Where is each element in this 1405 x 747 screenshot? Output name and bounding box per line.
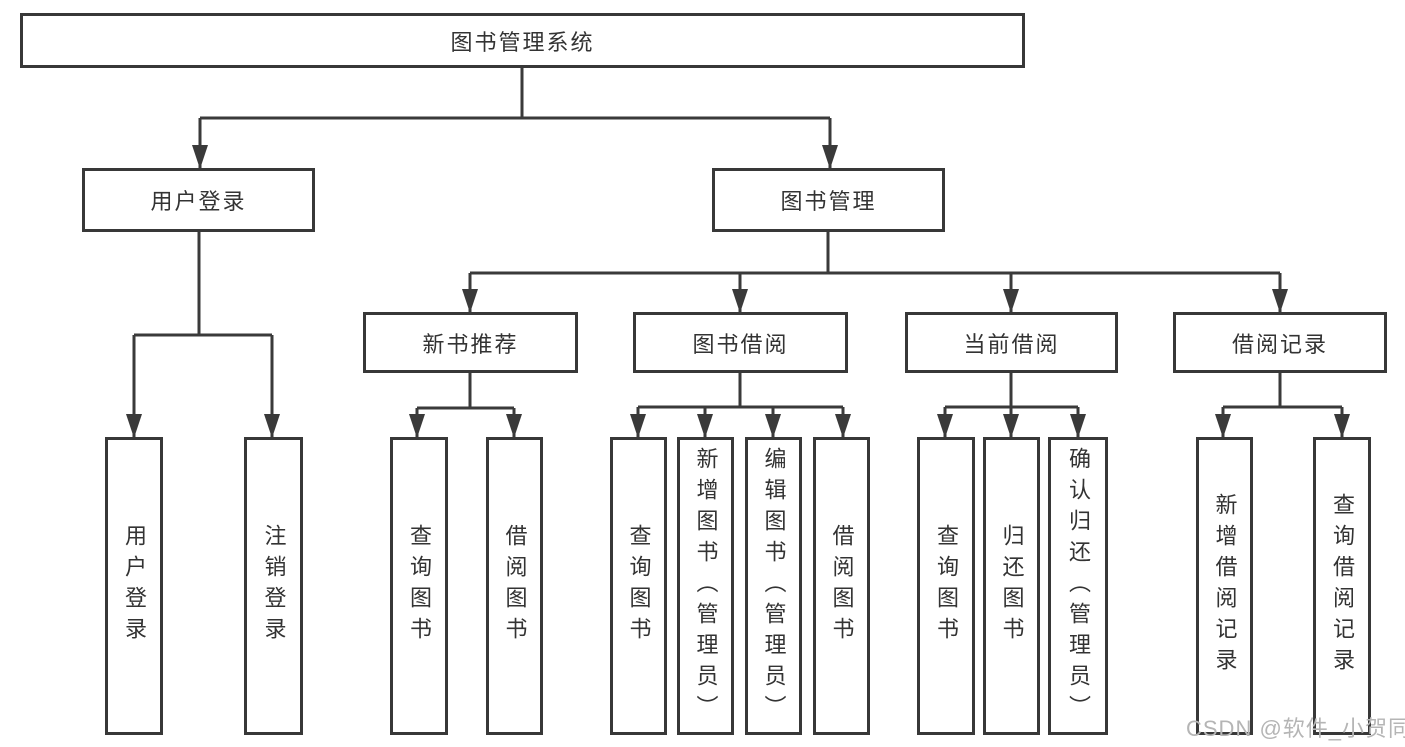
node-book-borrowing: 图书借阅 bbox=[633, 312, 848, 373]
leaf-borrowing-borrow-books: 借阅图书 bbox=[813, 437, 870, 735]
node-new-book-recommend: 新书推荐 bbox=[363, 312, 578, 373]
leaf-records-query-borrow-record: 查询借阅记录 bbox=[1313, 437, 1371, 735]
leaf-current-confirm-return-admin: 确认归还（管理员） bbox=[1048, 437, 1108, 735]
node-borrowing-records: 借阅记录 bbox=[1173, 312, 1387, 373]
leaf-logout: 注销登录 bbox=[244, 437, 303, 735]
arrowhead-icon bbox=[1070, 414, 1086, 438]
leaf-user-login: 用户登录 bbox=[105, 437, 163, 735]
arrowhead-icon bbox=[732, 289, 748, 313]
leaf-current-query-books: 查询图书 bbox=[917, 437, 975, 735]
arrowhead-icon bbox=[192, 145, 208, 169]
arrowhead-icon bbox=[697, 414, 713, 438]
arrowhead-icon bbox=[835, 414, 851, 438]
arrowhead-icon bbox=[765, 414, 781, 438]
node-current-borrowing: 当前借阅 bbox=[905, 312, 1118, 373]
arrowhead-icon bbox=[506, 414, 522, 438]
node-book-management: 图书管理 bbox=[712, 168, 945, 232]
node-book-management-system: 图书管理系统 bbox=[20, 13, 1025, 68]
arrowhead-icon bbox=[126, 414, 142, 438]
leaf-borrowing-add-books-admin: 新增图书（管理员） bbox=[677, 437, 734, 735]
arrowhead-icon bbox=[937, 414, 953, 438]
leaf-recommend-borrow-books: 借阅图书 bbox=[486, 437, 543, 735]
arrowhead-icon bbox=[822, 145, 838, 169]
arrowhead-icon bbox=[462, 289, 478, 313]
leaf-borrowing-edit-books-admin: 编辑图书（管理员） bbox=[745, 437, 802, 735]
arrowhead-icon bbox=[1215, 414, 1231, 438]
watermark: CSDN @软件_小贺同学 bbox=[1186, 716, 1405, 741]
leaf-recommend-query-books: 查询图书 bbox=[390, 437, 448, 735]
leaf-current-return-books: 归还图书 bbox=[983, 437, 1040, 735]
arrowhead-icon bbox=[1003, 289, 1019, 313]
arrowhead-icon bbox=[264, 414, 280, 438]
arrowhead-icon bbox=[409, 414, 425, 438]
arrowhead-icon bbox=[630, 414, 646, 438]
arrowhead-icon bbox=[1272, 289, 1288, 313]
node-user-login: 用户登录 bbox=[82, 168, 315, 232]
leaf-records-add-borrow-record: 新增借阅记录 bbox=[1196, 437, 1253, 735]
leaf-borrowing-query-books: 查询图书 bbox=[610, 437, 667, 735]
arrowhead-icon bbox=[1003, 414, 1019, 438]
arrowhead-icon bbox=[1334, 414, 1350, 438]
